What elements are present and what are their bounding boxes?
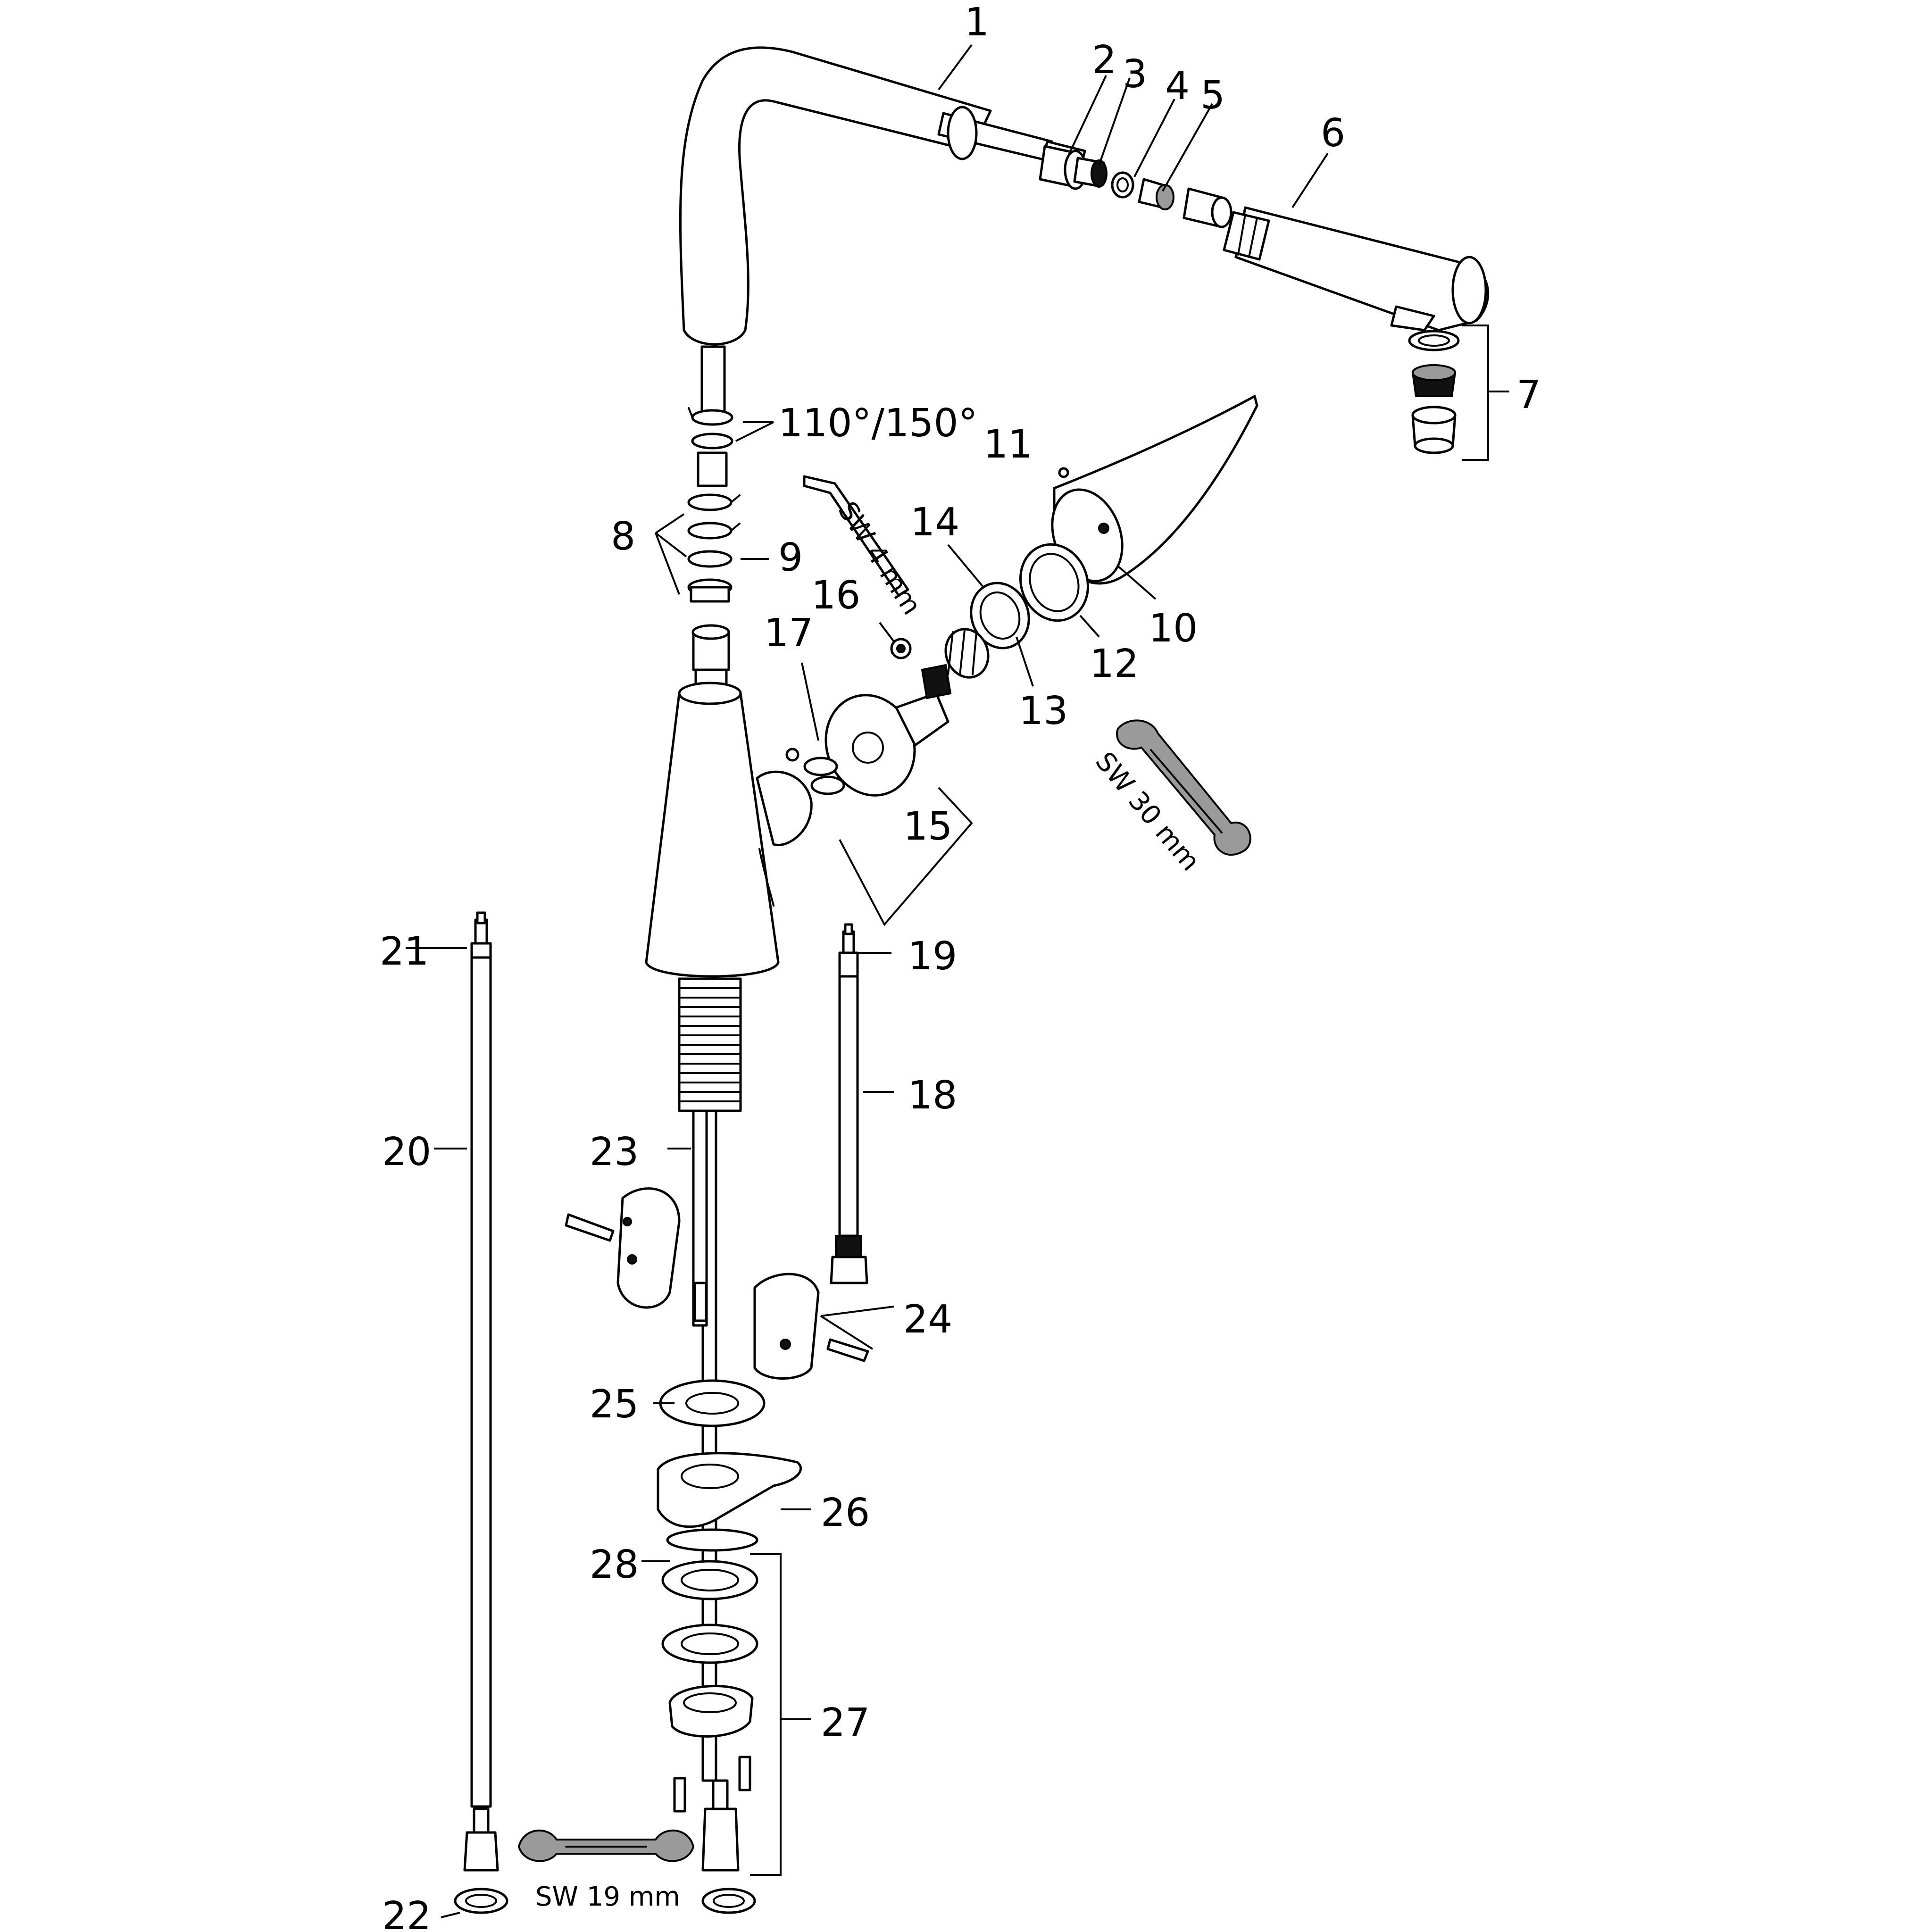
part-25-washer <box>659 1379 766 1427</box>
callout-20: 20 <box>382 1130 431 1174</box>
part-3-nipple <box>1073 157 1108 188</box>
callout-18: 18 <box>908 1073 957 1118</box>
swivel-angle-label: 110°/150° <box>778 401 978 446</box>
part-28-washer <box>666 1528 758 1552</box>
callout-19: 19 <box>908 934 957 979</box>
part-12-cap-nut <box>1019 543 1090 622</box>
wrench-19-tool <box>517 1829 695 1862</box>
part-23-rod <box>692 1109 717 1782</box>
part-18-hose <box>830 930 868 1284</box>
wrench-19-label: SW 19 mm <box>535 1882 680 1912</box>
callout-6: 6 <box>1321 111 1345 156</box>
leader-lines <box>406 44 1509 1918</box>
callout-23: 23 <box>590 1130 639 1174</box>
callout-3: 3 <box>1123 52 1147 97</box>
part-4-oring <box>1111 171 1134 199</box>
callout-15: 15 <box>903 804 952 849</box>
callout-14: 14 <box>910 500 959 545</box>
callout-16: 16 <box>811 573 860 618</box>
part-26-plate <box>657 1452 802 1528</box>
part-13-nut <box>970 582 1030 650</box>
callout-10: 10 <box>1149 606 1198 651</box>
callout-27: 27 <box>821 1700 870 1745</box>
part-1-spout <box>679 46 1086 419</box>
part-17-clip <box>785 748 845 795</box>
callout-25: 25 <box>590 1382 639 1427</box>
part-16-seal <box>890 638 912 659</box>
callout-22: 22 <box>382 1894 431 1932</box>
part-21-hose-tip <box>476 911 486 924</box>
callout-4: 4 <box>1165 64 1190 108</box>
callout-17: 17 <box>764 611 813 656</box>
callout-11: 11 <box>983 422 1033 467</box>
callout-labels: 1 2 3 4 5 6 7 8 9 10 11 12 13 14 15 16 1… <box>380 0 1541 1932</box>
part-11-screw <box>1058 467 1069 478</box>
callout-21: 21 <box>380 929 429 974</box>
callout-9: 9 <box>778 535 803 580</box>
hose-end-right <box>701 1779 740 1872</box>
wrench-30-label: SW 30 mm <box>1089 746 1206 877</box>
faucet-body <box>645 682 813 1112</box>
swivel-stop-rings <box>688 407 733 487</box>
callout-8: 8 <box>611 514 635 559</box>
part-7-aerator-set <box>1408 330 1460 454</box>
part-6-spray-head <box>1223 206 1490 332</box>
callout-24: 24 <box>903 1297 952 1342</box>
part-8-rings <box>687 493 741 603</box>
callout-12: 12 <box>1090 641 1139 686</box>
callout-13: 13 <box>1019 689 1068 733</box>
callout-1: 1 <box>965 0 989 45</box>
part-24-clamp-right <box>753 1273 869 1380</box>
wrench-30-tool <box>1116 719 1251 856</box>
callout-7: 7 <box>1516 373 1541 417</box>
callout-28: 28 <box>590 1542 639 1587</box>
part-19-hose-tip <box>844 923 853 935</box>
hex-key-tool <box>803 475 909 597</box>
part-27-fixing-set <box>661 1560 758 1813</box>
part-20-hose <box>463 918 499 1872</box>
part-15-cartridge <box>824 664 952 797</box>
part-14-adapter <box>944 628 990 679</box>
callout-2: 2 <box>1092 38 1116 83</box>
callout-26: 26 <box>821 1491 870 1535</box>
part-22-seal <box>454 1888 756 1914</box>
callout-5: 5 <box>1200 73 1225 118</box>
part-24-clamp-left <box>565 1187 681 1309</box>
part-5-check-valve <box>1138 178 1232 228</box>
part-9-sleeve <box>691 624 730 685</box>
